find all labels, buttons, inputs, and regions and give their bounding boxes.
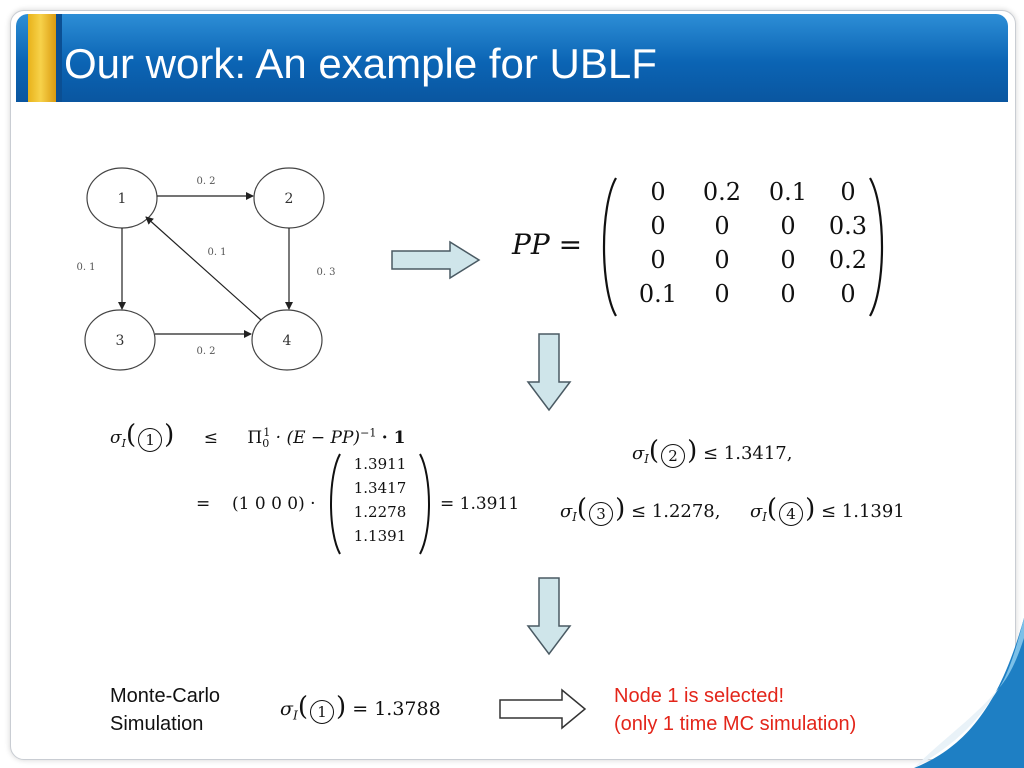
expression: · (E − PP) [275,428,361,448]
sigma-subscript: I [121,436,126,450]
graph-node-label-4: 4 [283,333,292,349]
graph-node-3 [84,309,156,371]
pi-symbol: Π [247,428,263,448]
column-cell: 1.1391 [353,527,407,545]
bound-node-2: σI(2) ≤ 1.3417, [632,436,793,468]
row-vector: (1 0 0 0) · [232,494,316,514]
node-circle-3: 3 [589,502,614,526]
arrow-right-icon [391,240,481,280]
derivation-line-1: σI(1) ≤ Π01 · (E − PP)−1 · 1 [110,420,405,452]
matrix-cell: 0.1 [768,178,808,206]
bound-node-3: σI(3) ≤ 1.2278, [560,494,721,526]
paren-close: ) [164,420,175,450]
graph-node-label-3: 3 [116,333,125,349]
graph-edge-label-1-3: 0. 1 [76,262,95,273]
graph-edge-label-4-1: 0. 1 [207,247,226,258]
matrix-cell: 0 [840,178,856,206]
conclusion-line1: Node 1 is selected! [614,685,785,707]
column-cell: 1.3911 [353,455,407,473]
monte-carlo-label-line1: Monte-Carlo [110,685,221,707]
matrix-cell: 0 [780,280,796,308]
monte-carlo-result: σI(1) = 1.3788 [280,692,441,724]
graph-edge-4-1 [145,216,262,321]
matrix-cell: 0 [840,280,856,308]
graph-edge-label-2-4: 0. 3 [316,267,335,278]
derivation-eq-sign: = [196,494,211,514]
matrix-left-paren [602,177,617,317]
column-cell: 1.2278 [353,503,407,521]
inverse-exponent: −1 [360,426,377,440]
slide-title: Our work: An example for UBLF [64,40,657,87]
matrix-cell: 0 [650,178,666,206]
matrix-cell: 0.2 [702,178,742,206]
conclusion-line2: (only 1 time MC simulation) [614,713,857,735]
graph-node-label-2: 2 [285,191,294,207]
node-circle-2: 2 [661,444,686,468]
matrix-cell: 0.2 [828,246,868,274]
graph-node-label-1: 1 [118,191,127,207]
matrix-cell: 0 [780,246,796,274]
matrix-cell: 0.3 [828,212,868,240]
pi-superscript: 1 [263,426,271,440]
monte-carlo-label-line2: Simulation [110,713,204,735]
column-cell: 1.3417 [353,479,407,497]
arrow-down-icon [526,333,572,412]
pi-subscript: 0 [262,436,270,450]
conclusion-text: Node 1 is selected! (only 1 time MC simu… [614,682,856,738]
matrix-cell: 0.1 [638,280,678,308]
column-left-paren [330,453,341,555]
node-circle-4: 4 [779,502,804,526]
matrix-cell: 0 [714,246,730,274]
title-accent-stripe [56,14,62,102]
graph-node-4 [251,309,323,371]
arrow-right-outline-icon [499,688,587,730]
column-right-paren [419,453,430,555]
graph-edge-label-1-2: 0. 2 [196,176,215,187]
paren-open: ( [125,420,137,450]
derivation-result: = 1.3911 [440,494,520,514]
matrix-cell: 0 [714,212,730,240]
matrix-cell: 0 [650,246,666,274]
page-curl-decoration [914,618,1024,768]
matrix-cell: 0 [650,212,666,240]
matrix-right-paren [869,177,884,317]
arrow-down-icon [526,577,572,656]
bound-value-2: ≤ 1.3417, [702,443,793,464]
bound-node-4: σI(4) ≤ 1.1391 [750,494,905,526]
bound-value-3: ≤ 1.2278, [630,501,721,522]
monte-carlo-label: Monte-Carlo Simulation [110,682,220,738]
bound-value-4: ≤ 1.1391 [820,501,905,522]
node-circle-mc: 1 [310,700,335,724]
graph-diagram: 1 2 3 4 0. 2 0. 1 0. 3 0. 1 0. 2 [76,167,336,371]
title-bar [16,14,1008,102]
matrix-lhs: PP = [512,228,583,261]
column-vector: 1.3911 1.3417 1.2278 1.1391 [344,455,416,555]
matrix-cell: 0 [780,212,796,240]
monte-carlo-value: = 1.3788 [352,698,441,720]
leq-symbol: ≤ [203,428,218,448]
ones-vector: · 1 [381,428,406,448]
matrix-body: 0 0.2 0.1 0 0 0 0 0.3 0 0 0 0.2 0.1 0 0 0 [622,178,867,316]
matrix-cell: 0 [714,280,730,308]
title-accent-bar [28,14,56,102]
slide-frame [10,10,1016,760]
sigma-symbol: σ [110,428,122,448]
graph-edge-label-3-4: 0. 2 [196,346,215,357]
node-circle-1: 1 [138,428,163,452]
